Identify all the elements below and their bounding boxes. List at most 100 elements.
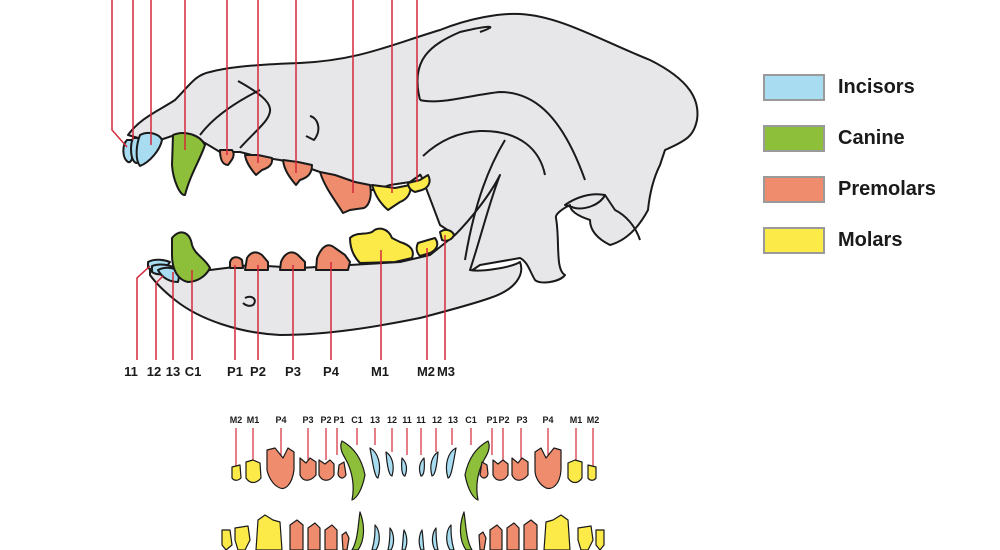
chart-premolar — [318, 459, 335, 481]
dental-chart-lower-row — [221, 511, 605, 550]
tooth-label: P1 — [227, 364, 243, 379]
chart-incisor — [431, 527, 439, 550]
chart-premolar — [341, 531, 350, 550]
chart-incisor — [369, 447, 381, 479]
legend-label: Canine — [838, 127, 905, 149]
chart-premolar — [266, 447, 295, 490]
chart-molar — [587, 464, 597, 481]
legend-label: Molars — [838, 229, 903, 251]
chart-incisor — [446, 524, 455, 550]
chart-canine — [340, 440, 366, 501]
chart-label: P3 — [302, 415, 313, 425]
upper-canine — [171, 132, 206, 196]
chart-label: P1 — [333, 415, 344, 425]
chart-premolar — [337, 461, 347, 479]
chart-premolar — [289, 519, 304, 550]
chart-incisor — [418, 457, 425, 477]
chart-label: P1 — [486, 415, 497, 425]
legend-item-molars: Molars — [763, 215, 983, 266]
chart-label: P2 — [320, 415, 331, 425]
chart-premolar — [506, 522, 520, 550]
legend-label: Premolars — [838, 178, 936, 200]
tooth-label: M2 — [417, 364, 435, 379]
skull-teeth — [122, 131, 455, 283]
lower-canine — [171, 231, 211, 283]
chart-premolar — [324, 524, 338, 550]
chart-premolar — [523, 519, 538, 550]
legend-item-canine: Canine — [763, 113, 983, 164]
dental-chart-labels: M2 M1 P4 P3 P2 P1 C1 13 12 11 11 12 13 C… — [230, 415, 600, 425]
incisors-swatch — [763, 74, 825, 101]
lower-leader-lines — [136, 235, 446, 360]
lower-premolar-p3 — [279, 251, 306, 271]
skull-contour-line — [416, 25, 492, 101]
chart-incisor — [430, 451, 439, 477]
chart-label: 12 — [432, 415, 442, 425]
lower-molar-m1 — [349, 227, 414, 264]
chart-incisor — [385, 451, 394, 477]
lower-molar-m3 — [439, 228, 455, 242]
chart-premolar — [478, 531, 487, 550]
legend-label: Incisors — [838, 76, 915, 98]
chart-molar — [245, 459, 262, 484]
tooth-label: 13 — [166, 364, 180, 379]
legend-item-premolars: Premolars — [763, 164, 983, 215]
chart-canine — [464, 440, 490, 501]
chart-molar — [567, 459, 583, 484]
dental-chart-upper-row — [231, 440, 597, 501]
tooth-label: C1 — [185, 364, 202, 379]
chart-label: M1 — [570, 415, 583, 425]
chart-label: P3 — [516, 415, 527, 425]
chart-premolar — [299, 457, 317, 481]
chart-label: M1 — [247, 415, 260, 425]
chart-incisor — [401, 529, 408, 550]
skull-tooth-labels: 11 12 13 C1 P1 P2 P3 P4 M1 M2 M3 — [124, 364, 455, 379]
chart-label: 13 — [448, 415, 458, 425]
chart-label: 11 — [402, 415, 412, 425]
tooth-label: P2 — [250, 364, 266, 379]
upper-premolar-p4 — [319, 171, 372, 214]
lower-premolar-p2 — [244, 251, 269, 271]
upper-premolar-p1 — [219, 149, 235, 166]
mandible — [149, 174, 523, 336]
chart-premolar — [492, 459, 509, 481]
chart-incisor — [371, 524, 380, 550]
chart-label: P4 — [542, 415, 553, 425]
chart-molar — [231, 464, 242, 481]
chart-premolar — [489, 524, 503, 550]
orbit-mark — [305, 115, 320, 141]
skull-contour-line — [237, 80, 271, 149]
chart-incisor — [445, 447, 457, 479]
skull-contour-line — [464, 139, 506, 261]
lower-premolar-p4 — [315, 244, 351, 271]
upper-premolar-p2 — [244, 154, 274, 176]
skull-contour-line — [419, 91, 586, 181]
chart-label: 12 — [387, 415, 397, 425]
lower-molar-m2 — [415, 237, 439, 257]
tooth-label: P4 — [323, 364, 340, 379]
tooth-label: M3 — [437, 364, 455, 379]
chart-molar — [255, 514, 283, 550]
tooth-label: 12 — [147, 364, 161, 379]
legend-item-incisors: Incisors — [763, 62, 983, 113]
skull-contour-line — [604, 194, 641, 241]
chart-label: C1 — [465, 415, 477, 425]
chart-label: 13 — [370, 415, 380, 425]
chart-molar — [543, 514, 571, 550]
chart-label: P2 — [498, 415, 509, 425]
upper-leader-lines — [111, 0, 418, 193]
chart-premolar — [534, 447, 562, 490]
dental-chart-leaders — [235, 428, 594, 466]
skull — [127, 12, 699, 336]
chart-molar — [234, 525, 251, 550]
skull-contour-line — [199, 89, 261, 136]
chart-incisor — [387, 527, 395, 550]
legend: Incisors Canine Premolars Molars — [763, 62, 983, 266]
tooth-label: P3 — [285, 364, 301, 379]
premolars-swatch — [763, 176, 825, 203]
upper-molar-m1 — [371, 184, 412, 211]
chart-premolar — [479, 461, 489, 479]
chart-label: M2 — [587, 415, 600, 425]
chart-molar — [577, 525, 594, 550]
upper-molar-m2 — [407, 174, 431, 193]
